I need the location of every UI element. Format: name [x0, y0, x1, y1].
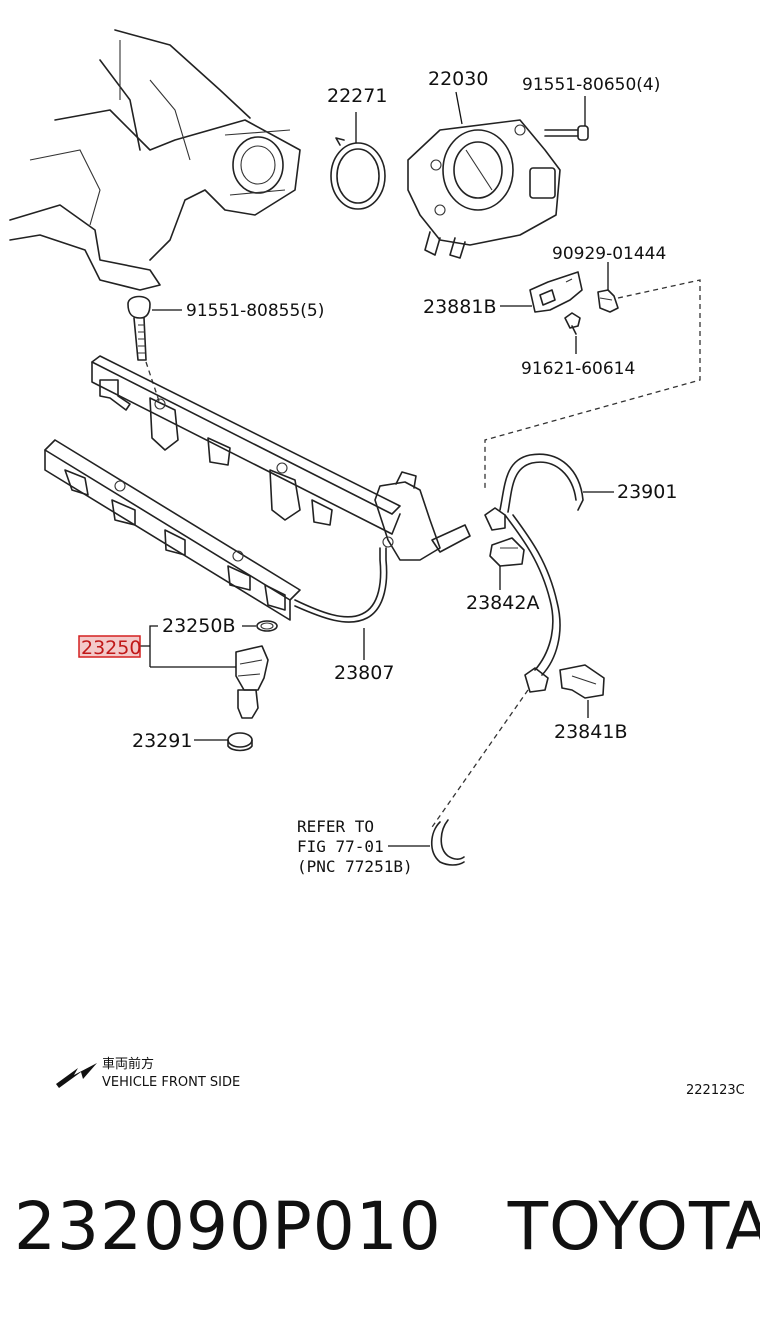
- leader-23250: [140, 645, 236, 668]
- bolt-91551-80650-drawing: [544, 125, 589, 141]
- front-direction-arrow-icon: [56, 1063, 97, 1088]
- label-23250b[interactable]: 23250B: [162, 615, 235, 637]
- leader-23250b: [149, 625, 256, 667]
- direction-label-jp: 車両前方: [102, 1056, 154, 1072]
- label-22030[interactable]: 22030: [428, 68, 488, 90]
- label-22271[interactable]: 22271: [327, 85, 387, 107]
- label-23807[interactable]: 23807: [334, 662, 394, 684]
- label-91621-60614[interactable]: 91621-60614: [521, 359, 635, 379]
- label-23901[interactable]: 23901: [617, 481, 677, 503]
- oring-drawing: [256, 620, 278, 632]
- fuel-hose-23901-drawing: [484, 453, 584, 693]
- fuel-pipe-23807-drawing: [294, 547, 382, 618]
- leader-22030: [455, 91, 463, 125]
- footer-brand: TOYOTA: [507, 1188, 760, 1265]
- gasket-drawing: [330, 137, 386, 210]
- label-23250-highlighted[interactable]: 23250: [81, 637, 141, 659]
- reference-line-3: (PNC 77251B): [297, 857, 413, 876]
- clamp-23841b-drawing: [559, 664, 605, 699]
- lower-fuel-rail-drawing: [44, 439, 301, 621]
- upper-fuel-rail-drawing: [91, 355, 471, 561]
- throttle-body-drawing: [407, 119, 561, 259]
- fuel-pipe-23807-outline: [294, 547, 388, 623]
- footer-title: 232090P010 TOYOTA: [14, 1188, 760, 1265]
- bolt-91621-drawing: [564, 312, 581, 335]
- direction-label-en: VEHICLE FRONT SIDE: [102, 1075, 240, 1090]
- bolt-91551-80855-drawing: [127, 295, 151, 361]
- label-23841b[interactable]: 23841B: [554, 721, 627, 743]
- clip-90929-drawing: [597, 289, 619, 313]
- diagram-code: 222123C: [686, 1083, 745, 1098]
- guide-line-to-reference: [429, 689, 529, 831]
- highlight-box-23250: [78, 635, 141, 658]
- injector-drawing: [235, 645, 269, 719]
- guide-line-clip-to-hose: [484, 279, 701, 488]
- clamp-23842a-drawing: [489, 537, 525, 567]
- footer-part-number: 232090P010: [14, 1188, 442, 1265]
- label-91551-80650[interactable]: 91551-80650(4): [522, 75, 660, 95]
- label-91551-80855[interactable]: 91551-80855(5): [186, 301, 324, 321]
- label-90929-01444[interactable]: 90929-01444: [552, 244, 666, 264]
- insulator-drawing: [227, 732, 253, 752]
- reference-line-1: REFER TO: [297, 817, 374, 836]
- reference-line-2: FIG 77-01: [297, 837, 384, 856]
- bracket-drawing: [529, 271, 583, 313]
- return-hose-drawing: [430, 821, 465, 866]
- return-hose-outline: [440, 819, 465, 860]
- label-23291[interactable]: 23291: [132, 730, 192, 752]
- intake-manifold-drawing: [9, 29, 301, 291]
- label-23842a[interactable]: 23842A: [466, 592, 539, 614]
- label-23881b[interactable]: 23881B: [423, 296, 496, 318]
